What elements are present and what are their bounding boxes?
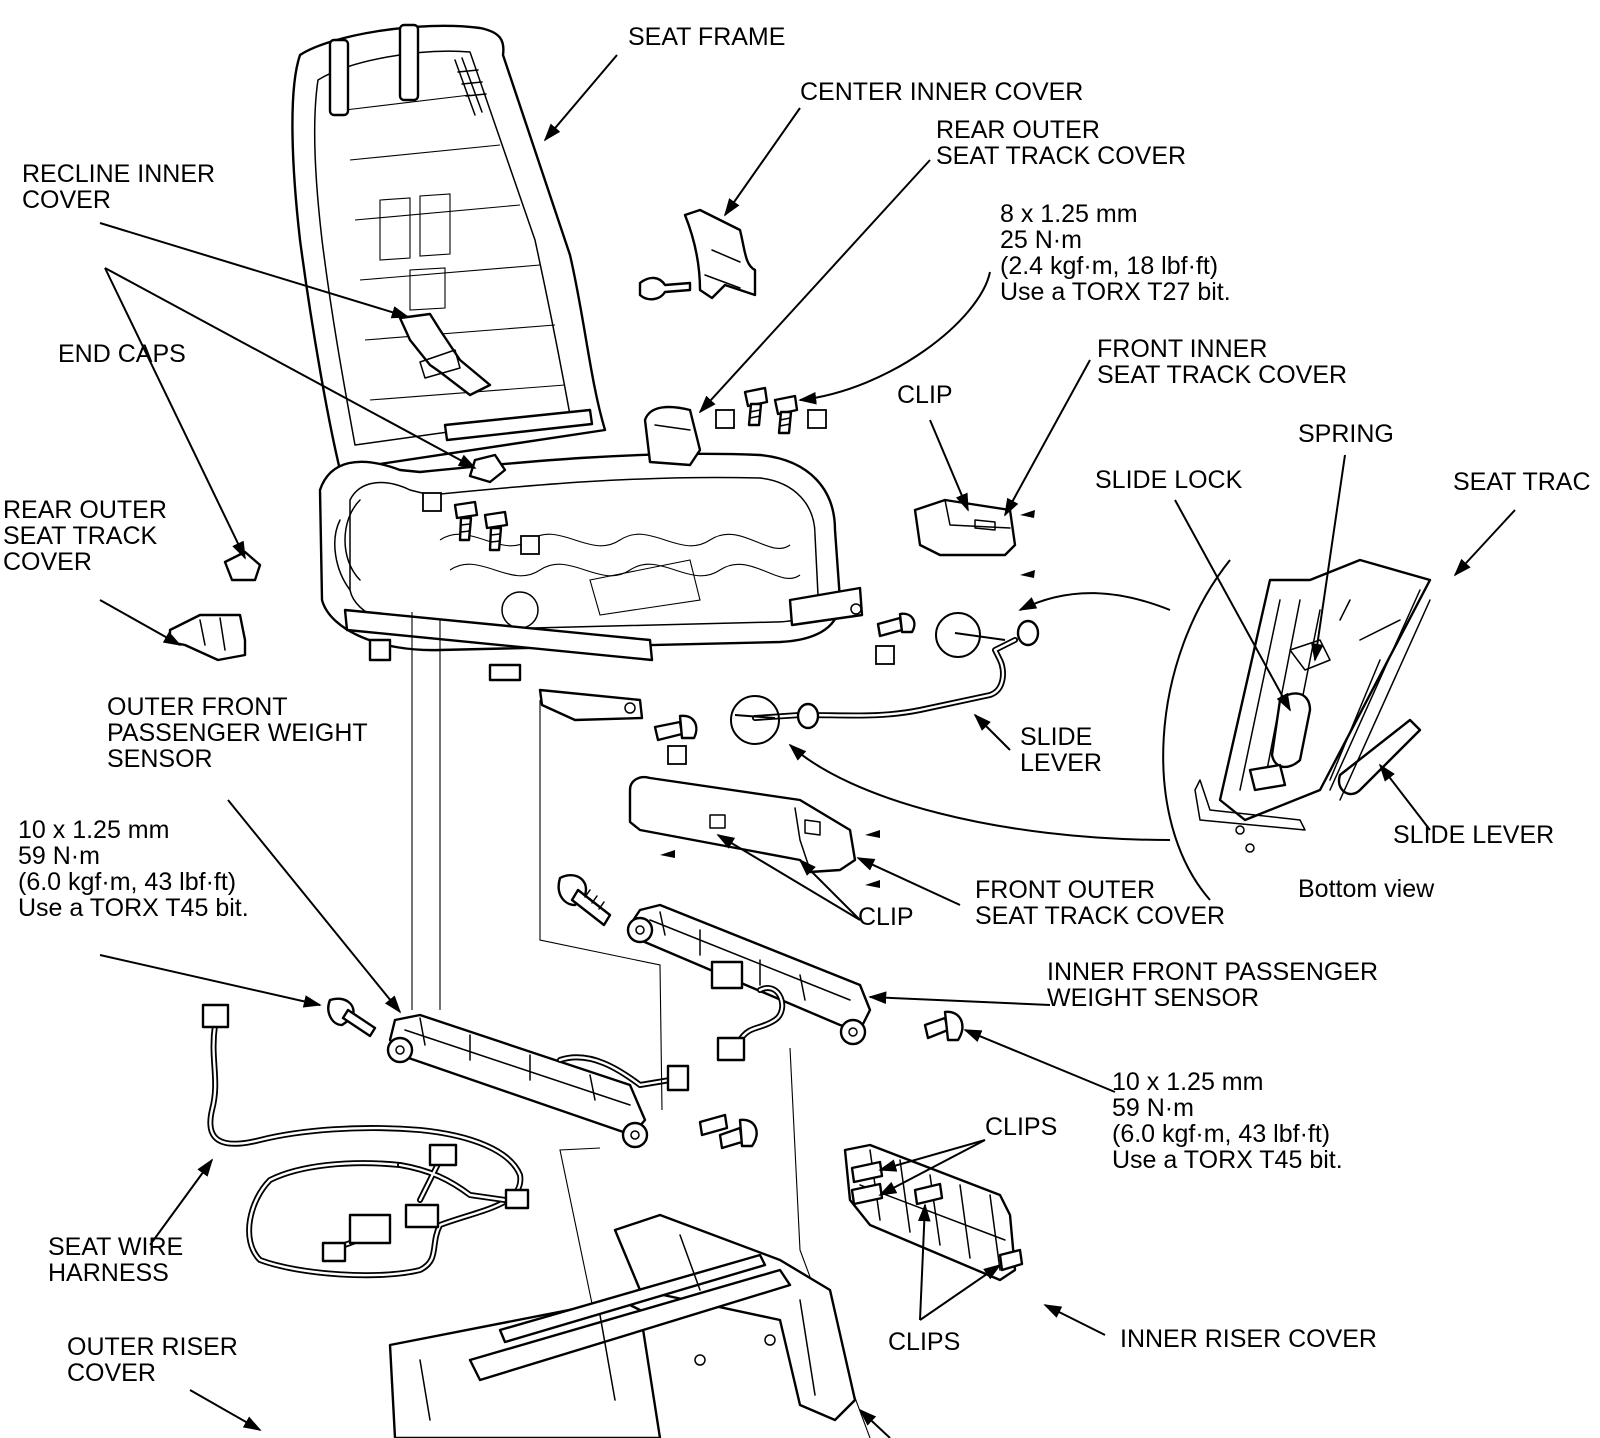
label-inner-front-passenger-weight-sensor: INNER FRONT PASSENGER WEIGHT SENSOR bbox=[1047, 958, 1385, 1012]
label-slide-lever-mid: SLIDE LEVER bbox=[1020, 723, 1102, 777]
bottom-view-inset bbox=[1162, 558, 1432, 901]
inner-weight-sensor-drawing bbox=[557, 873, 964, 1150]
leader-lines bbox=[99, 54, 1516, 1438]
label-outer-front-passenger-weight-sensor: OUTER FRONT PASSENGER WEIGHT SENSOR bbox=[107, 693, 374, 773]
label-clips-lower: CLIPS bbox=[888, 1328, 960, 1356]
label-seat-track: SEAT TRAC bbox=[1453, 468, 1591, 496]
label-rear-outer-seat-track-cover-top: REAR OUTER SEAT TRACK COVER bbox=[936, 116, 1186, 170]
outer-weight-sensor-drawing bbox=[327, 612, 871, 1438]
label-spring: SPRING bbox=[1298, 420, 1394, 448]
front-outer-cover-drawing bbox=[628, 776, 880, 888]
label-clip-top: CLIP bbox=[897, 381, 953, 409]
label-bottom-view: Bottom view bbox=[1298, 875, 1435, 903]
label-outer-riser-cover: OUTER RISER COVER bbox=[67, 1333, 245, 1387]
seat-wire-harness-drawing bbox=[201, 1003, 530, 1279]
label-inner-riser-cover: INNER RISER COVER bbox=[1120, 1325, 1377, 1353]
label-end-caps: END CAPS bbox=[58, 340, 186, 368]
slide-lever-drawing bbox=[730, 592, 1171, 841]
seat-frame-drawing bbox=[223, 23, 864, 722]
label-front-outer-seat-track-cover: FRONT OUTER SEAT TRACK COVER bbox=[975, 876, 1225, 930]
label-spec-10mm-right: 10 x 1.25 mm 59 N·m (6.0 kgf·m, 43 lbf·f… bbox=[1112, 1068, 1343, 1174]
label-seat-wire-harness: SEAT WIRE HARNESS bbox=[48, 1233, 190, 1287]
label-clips-upper: CLIPS bbox=[985, 1113, 1057, 1141]
label-slide-lock: SLIDE LOCK bbox=[1095, 466, 1243, 494]
label-seat-frame: SEAT FRAME bbox=[628, 23, 785, 51]
label-center-inner-cover: CENTER INNER COVER bbox=[800, 78, 1083, 106]
label-spec-8mm: 8 x 1.25 mm 25 N·m (2.4 kgf·m, 18 lbf·ft… bbox=[1000, 200, 1231, 306]
label-spec-10mm-left: 10 x 1.25 mm 59 N·m (6.0 kgf·m, 43 lbf·f… bbox=[18, 816, 249, 922]
label-recline-inner-cover: RECLINE INNER COVER bbox=[22, 160, 222, 214]
callout-labels: SEAT FRAME CENTER INNER COVER REAR OUTER… bbox=[3, 23, 1591, 1387]
label-clip-mid: CLIP bbox=[858, 903, 914, 931]
label-front-inner-seat-track-cover: FRONT INNER SEAT TRACK COVER bbox=[1097, 335, 1347, 389]
label-slide-lever-right: SLIDE LEVER bbox=[1393, 821, 1554, 849]
small-parts bbox=[168, 208, 1035, 765]
label-rear-outer-seat-track-cover-left: REAR OUTER SEAT TRACK COVER bbox=[3, 496, 174, 576]
riser-drawing bbox=[388, 1143, 1024, 1438]
